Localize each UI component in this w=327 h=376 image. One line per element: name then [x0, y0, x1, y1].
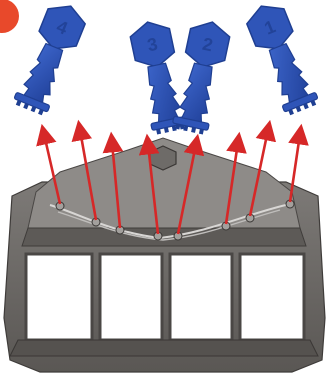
- piece-4: 1: [243, 0, 322, 117]
- step-badge-circle: [0, 0, 19, 33]
- piece-1: 4: [10, 0, 89, 117]
- piece-2-foot-tab-2: [164, 127, 169, 133]
- piece-3-foot-tab-3: [191, 127, 196, 133]
- piece-2-body: [143, 62, 182, 123]
- piece-1-body: [20, 42, 67, 104]
- slot-4: [240, 254, 304, 340]
- slot-3: [170, 254, 232, 340]
- base-hex-slot: [150, 146, 176, 170]
- piece-3-body: [178, 62, 217, 123]
- piece-3: 2: [170, 18, 232, 136]
- base-feet: [10, 340, 318, 356]
- piece-4-body: [265, 42, 312, 104]
- slot-1: [26, 254, 92, 340]
- slot-2: [100, 254, 162, 340]
- piece-3-foot-tab-4: [199, 129, 204, 135]
- piece-2-foot-tab-1: [156, 129, 161, 135]
